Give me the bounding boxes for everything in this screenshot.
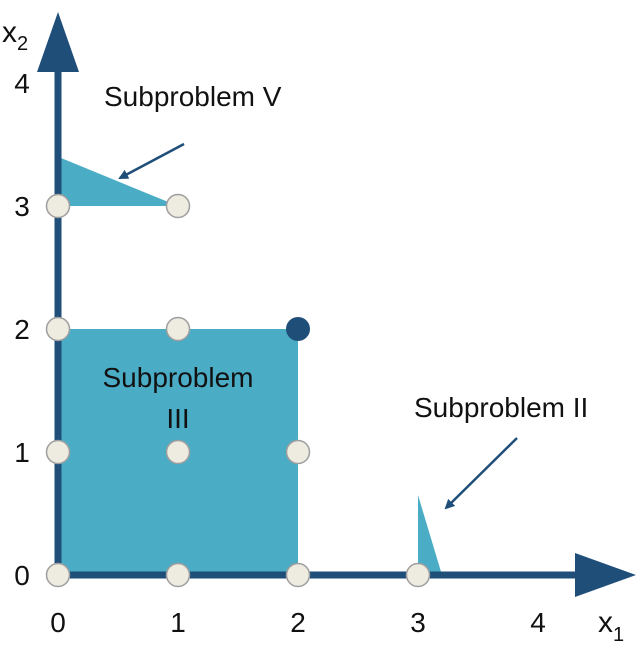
- y-tick-label: 4: [14, 68, 30, 99]
- open-lattice-point: [165, 193, 191, 219]
- x-tick-labels: 0 1 2 3 4: [50, 607, 546, 638]
- open-lattice-point: [165, 439, 191, 465]
- subproblem-ii-arrow: [444, 437, 518, 510]
- y-tick-label: 1: [14, 437, 30, 468]
- subproblem-ii-region: [418, 495, 442, 575]
- x-tick-label: 1: [170, 607, 186, 638]
- lattice-points: [45, 193, 431, 588]
- x-tick-label: 3: [410, 607, 426, 638]
- x-axis-arrowhead: [575, 553, 636, 597]
- open-lattice-point: [45, 439, 71, 465]
- open-lattice-point: [285, 562, 311, 588]
- open-lattice-point: [405, 562, 431, 588]
- x-tick-label: 2: [290, 607, 306, 638]
- subproblem-ii-label: Subproblem II: [414, 392, 588, 423]
- y-tick-labels: 0 1 2 3 4: [14, 68, 30, 591]
- open-lattice-point: [165, 316, 191, 342]
- subproblem-iii-label-line1: Subproblem: [103, 362, 254, 393]
- x-tick-label: 0: [50, 607, 66, 638]
- open-lattice-point: [45, 193, 71, 219]
- x-axis-title: x1: [598, 606, 624, 646]
- subproblem-v-label: Subproblem V: [104, 81, 282, 112]
- subproblem-iii-label-line2: III: [166, 403, 189, 434]
- y-axis-title: x2: [2, 16, 28, 55]
- x-tick-label: 4: [530, 607, 546, 638]
- y-tick-label: 3: [14, 191, 30, 222]
- y-axis-arrowhead: [37, 12, 79, 72]
- open-lattice-point: [45, 562, 71, 588]
- open-lattice-point: [45, 316, 71, 342]
- open-lattice-point: [285, 439, 311, 465]
- y-tick-label: 2: [14, 314, 30, 345]
- filled-lattice-point: [286, 317, 310, 341]
- subproblem-v-arrow: [118, 142, 185, 180]
- open-lattice-point: [165, 562, 191, 588]
- subproblem-v-region: [58, 156, 178, 206]
- y-tick-label: 0: [14, 560, 30, 591]
